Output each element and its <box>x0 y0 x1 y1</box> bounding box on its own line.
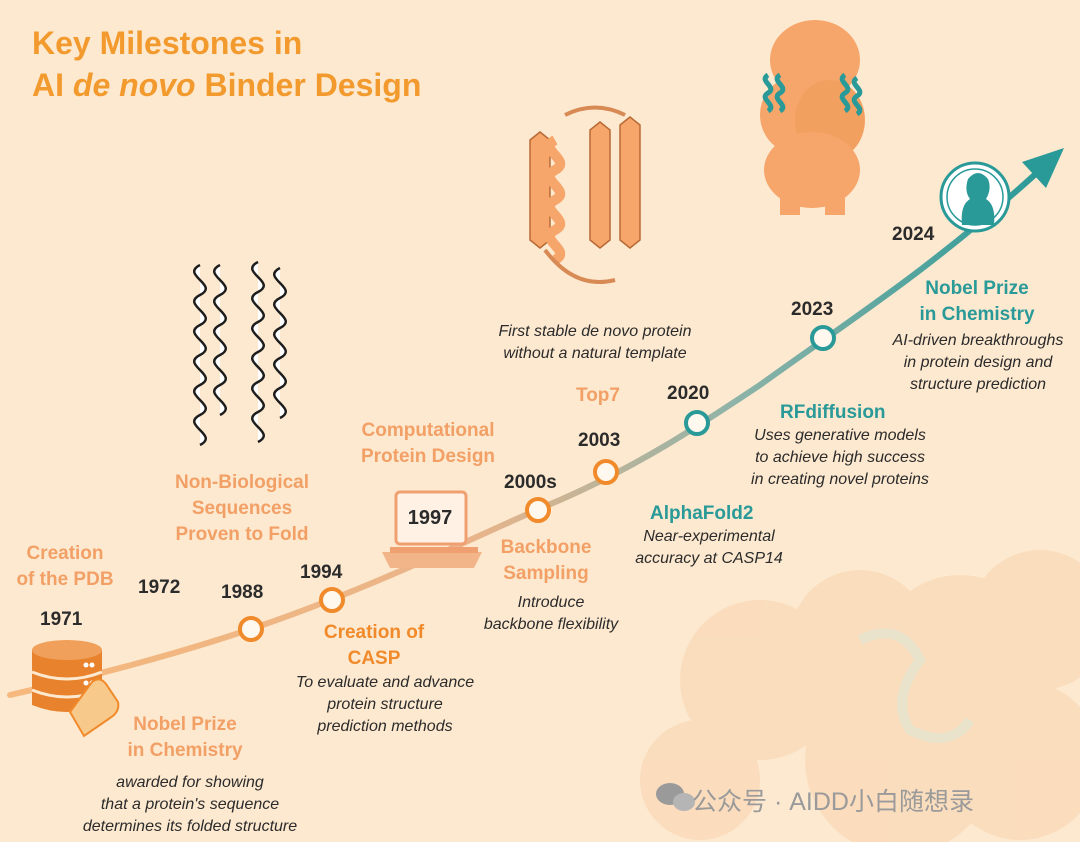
event-comp-line2: Protein Design <box>360 446 496 467</box>
wechat-icon <box>656 783 695 811</box>
desc-nobel-2024-line2: in protein design and <box>903 354 1053 371</box>
year-2000s: 2000s <box>504 472 557 493</box>
node-1994 <box>319 587 345 613</box>
desc-nobel-2024-line1: AI-driven breakthroughs <box>892 332 1064 349</box>
event-nobel-2024-line2: in Chemistry <box>919 304 1035 325</box>
desc-nobel-1972-line1: awarded for showing <box>116 774 264 791</box>
desc-casp-line1: To evaluate and advance <box>295 674 475 691</box>
title-line2: AI de novo Binder Design <box>32 64 421 106</box>
year-2003: 2003 <box>578 430 621 451</box>
desc-nobel-2024-line3: structure prediction <box>909 376 1047 393</box>
event-nobel-1972: Nobel Prize in Chemistry <box>110 712 260 764</box>
desc-casp: To evaluate and advance protein structur… <box>270 672 500 738</box>
node-2023 <box>810 325 836 351</box>
desc-backbone-line2: backbone flexibility <box>483 616 619 633</box>
desc-af2-line2: accuracy at CASP14 <box>635 550 783 567</box>
event-casp-line2: CASP <box>347 648 401 669</box>
desc-top7: First stable de novo protein without a n… <box>470 321 720 365</box>
arrow-head-icon <box>1022 148 1064 188</box>
helix-bundle-icon <box>192 260 288 447</box>
laptop-icon <box>382 490 482 568</box>
node-1988 <box>238 616 264 642</box>
node-2020 <box>684 410 710 436</box>
desc-backbone-line1: Introduce <box>517 594 585 611</box>
event-nobel-1972-line2: in Chemistry <box>127 740 243 761</box>
event-alphafold2: AlphaFold2 <box>650 503 754 524</box>
event-nonbio-line3: Proven to Fold <box>175 524 309 545</box>
event-rfdiffusion: RFdiffusion <box>780 402 886 423</box>
desc-rfd-line2: to achieve high success <box>755 449 925 466</box>
nobel-medal-icon <box>939 161 1011 233</box>
title-line2-italic: de novo <box>72 67 196 103</box>
year-1972: 1972 <box>138 577 181 598</box>
event-pdb-line1: Creation <box>26 543 104 564</box>
event-pdb: Creation of the PDB <box>5 541 125 593</box>
year-1988: 1988 <box>221 582 264 603</box>
event-casp-line1: Creation of <box>323 622 425 643</box>
desc-rfdiffusion: Uses generative models to achieve high s… <box>732 425 948 491</box>
binder-complex-icon <box>760 20 865 215</box>
event-nobel-2024: Nobel Prize in Chemistry <box>905 276 1049 328</box>
timeline-line <box>7 167 1043 698</box>
event-nobel-1972-line1: Nobel Prize <box>133 714 237 735</box>
event-nobel-2024-line1: Nobel Prize <box>925 278 1029 299</box>
event-nonbio-line2: Sequences <box>191 498 293 519</box>
title-line1: Key Milestones in <box>32 25 303 61</box>
background-protein-blob <box>640 550 1080 842</box>
year-2023: 2023 <box>791 299 834 320</box>
year-1997: 1997 <box>407 507 453 529</box>
event-backbone-line1: Backbone <box>500 537 592 558</box>
desc-top7-line1: First stable de novo protein <box>498 323 692 340</box>
watermark: 公众号 · AIDD小白随想录 <box>652 782 974 818</box>
event-top7: Top7 <box>576 385 620 406</box>
event-comp-design: Computational Protein Design <box>345 418 511 470</box>
desc-nobel-1972: awarded for showing that a protein's seq… <box>60 772 320 838</box>
desc-casp-line2: protein structure <box>327 696 443 713</box>
desc-nobel-1972-line2: that a protein's sequence <box>100 796 280 813</box>
desc-alphafold2: Near-experimental accuracy at CASP14 <box>616 526 802 570</box>
desc-af2-line1: Near-experimental <box>643 528 775 545</box>
event-nonbio: Non-Biological Sequences Proven to Fold <box>160 470 324 548</box>
event-pdb-line2: of the PDB <box>16 569 114 590</box>
node-2003 <box>593 459 619 485</box>
event-casp: Creation of CASP <box>304 620 444 672</box>
hand-icon <box>68 678 120 738</box>
year-2020: 2020 <box>667 383 710 404</box>
year-1971: 1971 <box>40 609 83 630</box>
desc-nobel-1972-line3: determines its folded structure <box>82 818 298 835</box>
desc-rfd-line1: Uses generative models <box>754 427 926 444</box>
title-line2-suffix: Binder Design <box>195 67 422 103</box>
year-2024: 2024 <box>892 224 935 245</box>
node-2000s <box>525 497 551 523</box>
page-title: Key Milestones in AI de novo Binder Desi… <box>32 22 421 106</box>
title-line2-prefix: AI <box>32 67 73 103</box>
event-backbone-line2: Sampling <box>503 563 589 584</box>
event-nonbio-line1: Non-Biological <box>174 472 310 493</box>
desc-casp-line3: prediction methods <box>317 718 453 735</box>
year-1994: 1994 <box>300 562 343 583</box>
top7-ribbon-icon <box>529 105 641 284</box>
desc-backbone: Introduce backbone flexibility <box>466 592 636 636</box>
desc-nobel-2024: AI-driven breakthroughs in protein desig… <box>878 330 1078 396</box>
desc-top7-line2: without a natural template <box>503 345 687 362</box>
event-backbone: Backbone Sampling <box>486 535 606 587</box>
watermark-text: 公众号 · AIDD小白随想录 <box>692 788 974 816</box>
desc-rfd-line3: in creating novel proteins <box>751 471 929 488</box>
event-comp-line1: Computational <box>361 420 495 441</box>
